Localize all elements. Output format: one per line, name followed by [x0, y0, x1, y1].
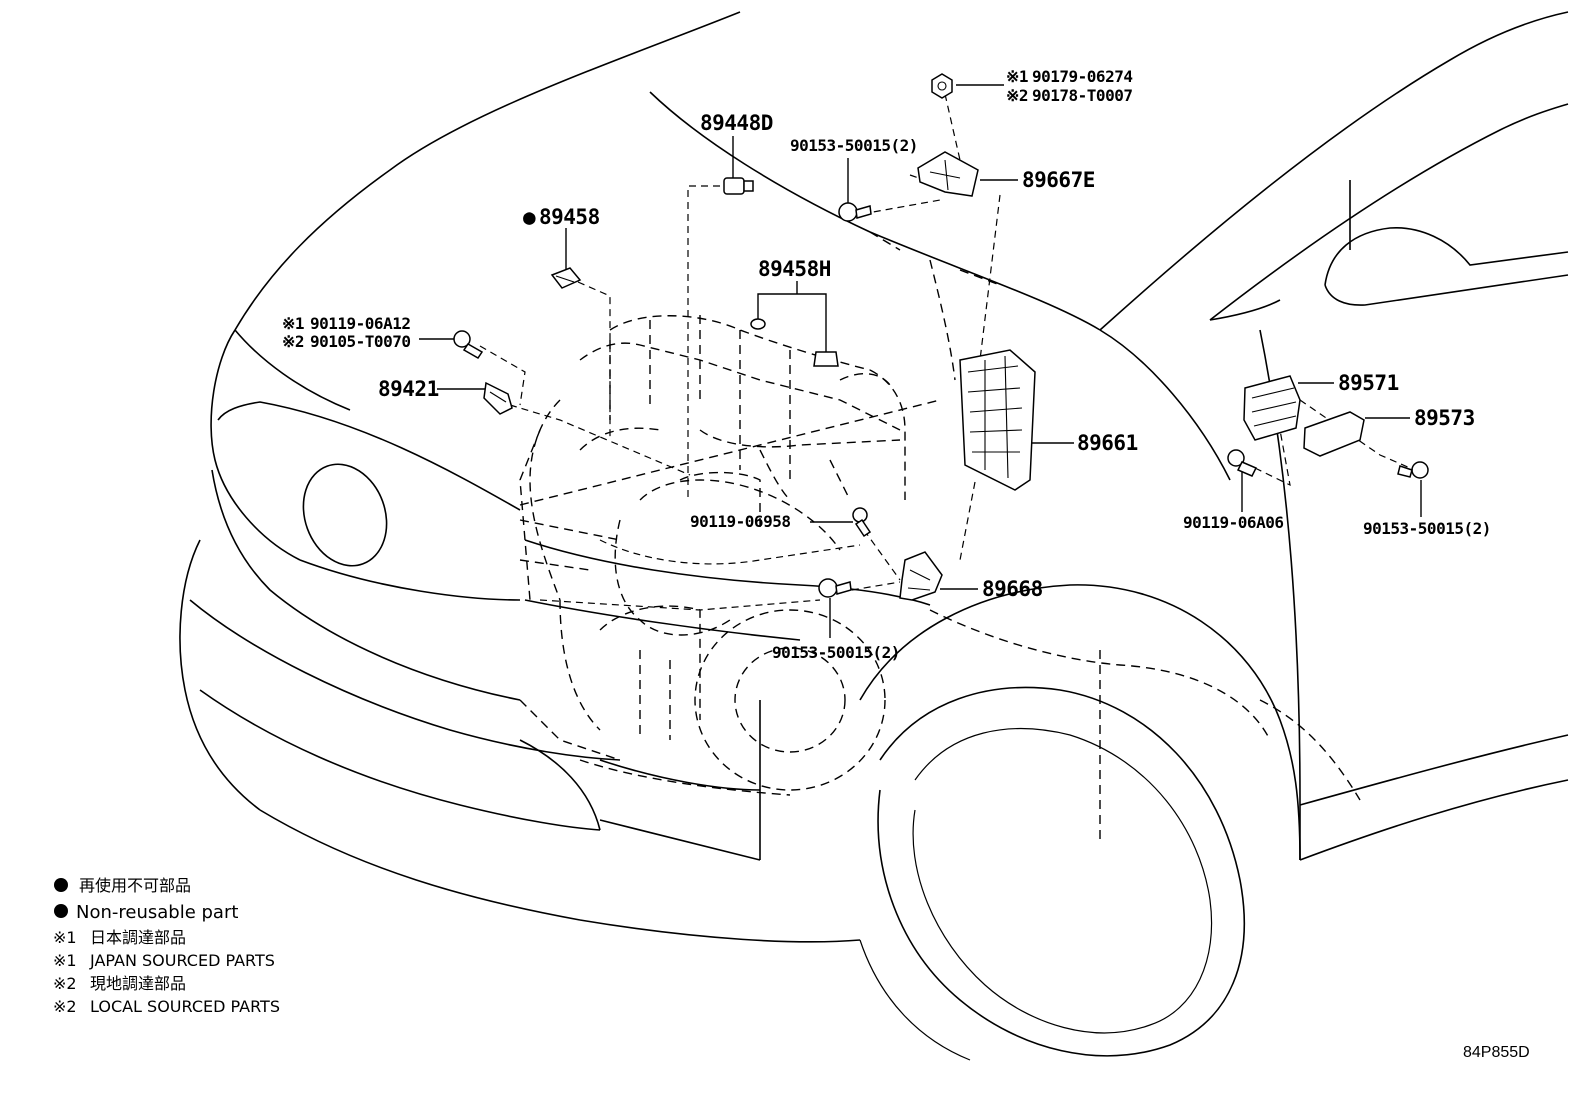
part-90119-06958-bolt[interactable]	[852, 507, 872, 538]
label-90178-T0007[interactable]: 90178-T0007	[1032, 86, 1133, 105]
label-89458H[interactable]: 89458H	[758, 257, 831, 281]
part-89661-engine-ecu[interactable]	[959, 349, 1036, 491]
part-90153-50015-bolt-bottom[interactable]	[818, 578, 852, 598]
legend-local-sourced-en: LOCAL SOURCED PARTS	[90, 997, 280, 1016]
label-90153-50015-bottom[interactable]: 90153-50015(2)	[772, 643, 900, 662]
car-body-outline	[179, 11, 1569, 1061]
part-90153-50015-bolt-top[interactable]	[838, 202, 872, 222]
ref1-mark-b: ※1	[1006, 67, 1028, 86]
part-90153-50015-bolt-right[interactable]	[1397, 461, 1429, 479]
label-89667E[interactable]: 89667E	[1022, 168, 1095, 192]
legend-ref2-mark-1: ※2	[53, 974, 77, 993]
part-89571-module[interactable]	[1243, 375, 1301, 441]
legend-local-sourced-jp: 現地調達部品	[90, 974, 186, 993]
ref2-mark-a: ※2	[282, 332, 304, 351]
part-90119-06A06-bolt[interactable]	[1227, 449, 1258, 477]
label-90119-06958[interactable]: 90119-06958	[690, 512, 791, 531]
label-89668[interactable]: 89668	[982, 577, 1043, 601]
label-90119-06A06[interactable]: 90119-06A06	[1183, 513, 1284, 532]
part-90119-06A12-bolt[interactable]	[453, 330, 484, 359]
legend-non-reusable-jp: 再使用不可部品	[79, 876, 191, 895]
label-89661[interactable]: 89661	[1077, 431, 1138, 455]
part-90179-06274-nut[interactable]	[931, 73, 953, 99]
legend-japan-sourced-en: JAPAN SOURCED PARTS	[89, 951, 275, 970]
label-90105-T0070[interactable]: 90105-T0070	[310, 332, 411, 351]
part-89573-cover[interactable]	[1303, 411, 1365, 457]
legend-ref1-mark-2: ※1	[53, 951, 77, 970]
parts	[453, 73, 1429, 601]
callout-labels: 89448D ● 89458 89458H ※1 90119-06A12 ※2 …	[282, 67, 1491, 662]
label-89448D[interactable]: 89448D	[700, 111, 773, 135]
legend-non-reusable-en: Non-reusable part	[76, 902, 238, 923]
legend-ref2-mark-2: ※2	[53, 997, 77, 1016]
legend-dot-icon-1	[54, 878, 68, 892]
part-89458-sensor[interactable]	[550, 267, 582, 289]
label-89573[interactable]: 89573	[1414, 406, 1475, 430]
engine-hidden-lines	[519, 231, 1361, 840]
label-90153-50015-top[interactable]: 90153-50015(2)	[790, 136, 918, 155]
part-89668-bracket[interactable]	[899, 551, 943, 601]
part-89448D-sensor[interactable]	[723, 177, 754, 195]
legend: 再使用不可部品 Non-reusable part ※1 日本調達部品 ※1 J…	[53, 876, 280, 1016]
label-89458[interactable]: 89458	[539, 205, 600, 229]
label-89421[interactable]: 89421	[378, 377, 439, 401]
leader-lines	[419, 84, 1422, 638]
diagram-code: 84P855D	[1463, 1044, 1530, 1061]
ref1-mark-a: ※1	[282, 314, 304, 333]
part-89458H-sensor[interactable]	[750, 318, 839, 367]
part-89421-sensor[interactable]	[483, 381, 513, 415]
label-90153-50015-right[interactable]: 90153-50015(2)	[1363, 519, 1491, 538]
legend-japan-sourced-jp: 日本調達部品	[90, 928, 186, 947]
label-90119-06A12[interactable]: 90119-06A12	[310, 314, 411, 333]
legend-dot-icon-2	[54, 904, 68, 918]
label-90179-06274[interactable]: 90179-06274	[1032, 67, 1133, 86]
legend-ref1-mark-1: ※1	[53, 928, 77, 947]
ref2-mark-b: ※2	[1006, 86, 1028, 105]
label-89571[interactable]: 89571	[1338, 371, 1399, 395]
part-89667E-bracket[interactable]	[917, 151, 979, 197]
non-reusable-mark: ●	[523, 205, 536, 229]
